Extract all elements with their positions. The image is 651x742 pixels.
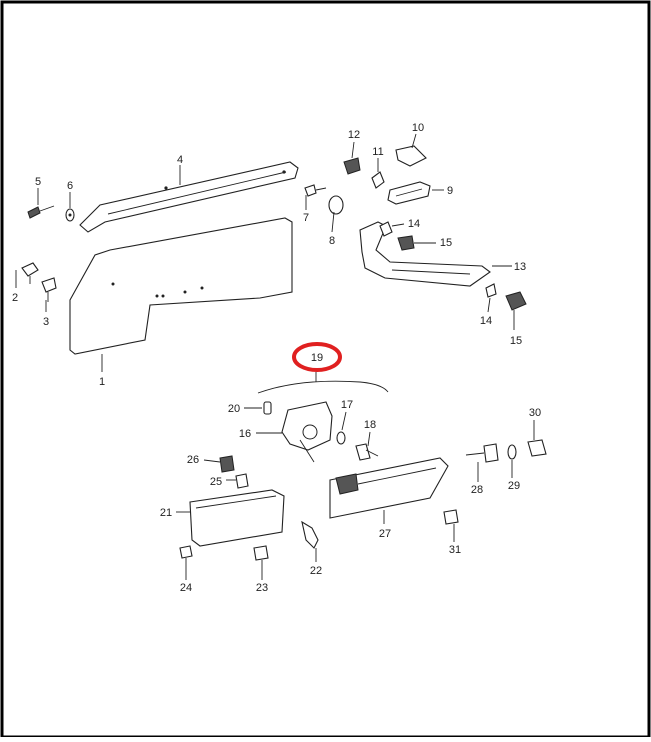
callout-14a: 14 xyxy=(408,218,420,230)
screw-18-part xyxy=(355,443,379,461)
cap-11-part xyxy=(371,171,385,189)
clip-2-part xyxy=(21,262,39,284)
clip-20-part xyxy=(263,401,272,415)
callout-24: 24 xyxy=(180,582,192,594)
callout-13: 13 xyxy=(514,261,526,273)
callout-15a: 15 xyxy=(440,237,452,249)
knob-28-part xyxy=(465,443,499,463)
nut-26-part xyxy=(219,455,235,473)
callout-23: 23 xyxy=(256,582,268,594)
group-label-19: 19 xyxy=(311,352,323,364)
callout-30: 30 xyxy=(529,407,541,419)
callout-14b: 14 xyxy=(480,315,492,327)
callout-25: 25 xyxy=(210,476,222,488)
callout-28: 28 xyxy=(471,484,483,496)
callout-21: 21 xyxy=(160,507,172,519)
screw-23-part xyxy=(253,545,269,570)
escutcheon-9-part xyxy=(387,181,431,205)
clip-25-part xyxy=(235,473,249,489)
group-19-bracket xyxy=(257,380,389,394)
callout-8: 8 xyxy=(329,235,335,247)
door-panel-part xyxy=(69,217,293,355)
callout-9: 9 xyxy=(447,185,453,197)
callout-17: 17 xyxy=(341,399,353,411)
lock-mechanism-16-part xyxy=(281,401,333,463)
callout-20: 20 xyxy=(228,403,240,415)
screw-31-part xyxy=(443,509,459,525)
screw-22-part xyxy=(301,520,319,549)
clip-14a-part xyxy=(379,221,393,237)
screw-7-part xyxy=(304,184,327,197)
screw-5-part xyxy=(27,205,55,219)
callout-22: 22 xyxy=(310,565,322,577)
callout-12: 12 xyxy=(348,129,360,141)
trim-strip-part xyxy=(79,161,299,233)
callout-2: 2 xyxy=(12,292,18,304)
callout-18: 18 xyxy=(364,419,376,431)
washer-6-part xyxy=(65,208,75,222)
callout-16: 16 xyxy=(239,428,251,440)
callout-1: 1 xyxy=(99,376,105,388)
handle-10-part xyxy=(395,145,427,167)
callout-29: 29 xyxy=(508,480,520,492)
washer-29-part xyxy=(507,444,517,460)
pocket-21-part xyxy=(189,489,285,547)
knob-12-part xyxy=(343,157,361,175)
screw-24-part xyxy=(179,545,193,568)
clip-3-part xyxy=(41,277,57,302)
callout-6: 6 xyxy=(67,180,73,192)
screw-15b-part xyxy=(505,291,527,311)
pocket-27-part xyxy=(329,457,449,519)
callout-5: 5 xyxy=(35,176,41,188)
callout-27: 27 xyxy=(379,528,391,540)
highlight-circle xyxy=(292,342,342,372)
callout-7: 7 xyxy=(303,212,309,224)
callout-11: 11 xyxy=(372,146,383,158)
callout-31: 31 xyxy=(449,544,461,556)
callout-10: 10 xyxy=(412,122,424,134)
callout-26: 26 xyxy=(187,454,199,466)
nut-30-part xyxy=(527,439,547,457)
callout-15b: 15 xyxy=(510,335,522,347)
bushing-8-part xyxy=(328,195,344,215)
callout-3: 3 xyxy=(43,316,49,328)
washer-17-part xyxy=(336,431,346,445)
screw-15a-part xyxy=(397,235,415,251)
clip-14b-part xyxy=(485,283,497,298)
callout-4: 4 xyxy=(177,154,183,166)
